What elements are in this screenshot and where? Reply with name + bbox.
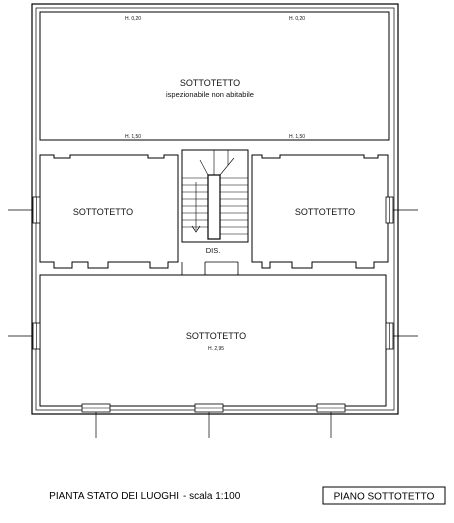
height-top-left: H. 0,20 — [125, 16, 141, 22]
room-top-name: SOTTOTETTO — [180, 78, 240, 88]
room-bottom-name: SOTTOTETTO — [186, 331, 246, 341]
staircase — [181, 149, 249, 243]
landing-name: DIS. — [206, 246, 221, 255]
plan-scale: - scala 1:100 — [183, 491, 241, 502]
floor-label-box — [322, 486, 446, 505]
room-left-name: SOTTOTETTO — [73, 207, 133, 217]
window-right-upper — [385, 196, 418, 224]
plan-title: PIANTA STATO DEI LUOGHI — [49, 491, 179, 502]
window-bottom-left — [81, 403, 111, 438]
window-right-lower — [385, 322, 418, 350]
room-bottom-height: H. 2,95 — [208, 346, 224, 352]
room-top — [39, 11, 390, 141]
room-right — [251, 154, 389, 269]
height-top-right: H. 0,20 — [289, 16, 305, 22]
floor-label: PIANO SOTTOTETTO — [334, 492, 435, 503]
window-bottom-right — [316, 403, 346, 438]
window-left-lower — [8, 322, 41, 350]
height-mid-right: H. 1,50 — [289, 134, 305, 140]
window-left-upper — [8, 196, 41, 224]
landing-walls — [181, 261, 239, 275]
plan-title-text: PIANTA STATO DEI LUOGHI — [49, 491, 179, 502]
room-top-note: ispezionabile non abitabile — [166, 90, 254, 99]
room-right-name: SOTTOTETTO — [295, 207, 355, 217]
room-left — [39, 154, 179, 269]
window-bottom-center — [194, 403, 224, 438]
height-mid-left: H. 1,50 — [125, 134, 141, 140]
